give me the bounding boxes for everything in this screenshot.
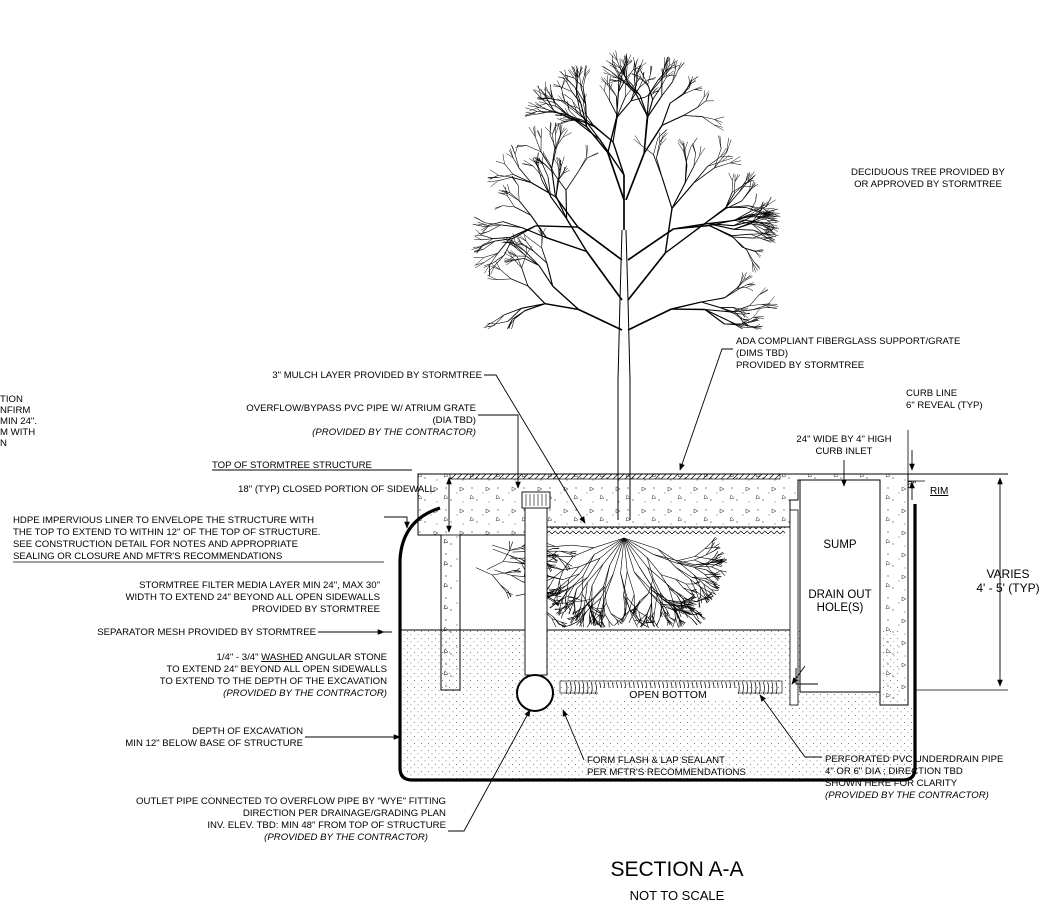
filter-media-label-3: PROVIDED BY STORMTREE xyxy=(252,604,380,615)
curb-inlet-label-1: 24" WIDE BY 4" HIGH xyxy=(796,434,891,445)
drain-out-label-2: HOLE(S) xyxy=(817,602,864,614)
stone-label-line-3: TO EXTEND TO THE DEPTH OF THE EXCAVATION xyxy=(160,676,387,687)
rim-label: RIM xyxy=(930,486,948,497)
varies-label-1: VARIES xyxy=(986,567,1029,581)
left-sidewall xyxy=(441,535,460,690)
outlet-label-line-1: OUTLET PIPE CONNECTED TO OVERFLOW PIPE B… xyxy=(136,796,446,807)
six-inch-label: 6" xyxy=(907,480,917,491)
varies-label-2: 4' - 5' (TYP) xyxy=(976,581,1039,595)
overflow-label-line-1: OVERFLOW/BYPASS PVC PIPE W/ ATRIUM GRATE xyxy=(246,403,476,414)
liner-label-line-4: SEALING OR CLOSURE AND MFTR'S RECOMMENDA… xyxy=(13,551,282,562)
filter-media-label-2: WIDTH TO EXTEND 24" BEYOND ALL OPEN SIDE… xyxy=(125,592,380,603)
curb-inlet-label-2: CURB INLET xyxy=(815,446,872,457)
excavation-label-1: DEPTH OF EXCAVATION xyxy=(192,726,303,737)
curb-line-label-2: 6" REVEAL (TYP) xyxy=(906,400,983,411)
open-bottom-label: OPEN BOTTOM xyxy=(629,689,706,701)
closed-sidewall-label: 18" (TYP) CLOSED PORTION OF SIDEWALL xyxy=(238,484,436,495)
outlet-pipe xyxy=(517,675,553,711)
section-title: SECTION A-A xyxy=(610,858,743,881)
sump-wall xyxy=(790,510,798,705)
flash-label-2: PER MFTR'S RECOMMENDATIONS xyxy=(587,767,746,778)
drain-out-label-1: DRAIN OUT xyxy=(808,589,871,601)
liner-label-line-3: SEE CONSTRUCTION DETAIL FOR NOTES AND AP… xyxy=(13,539,298,550)
tree-label-line-1: DECIDUOUS TREE PROVIDED BY xyxy=(851,167,1005,178)
overflow-label-line-2: (DIA TBD) xyxy=(432,415,476,426)
mulch-label: 3" MULCH LAYER PROVIDED BY STORMTREE xyxy=(272,370,482,381)
stone-label-line-2: TO EXTEND 24" BEYOND ALL OPEN SIDEWALLS xyxy=(166,664,387,675)
underdrain-label-2: 4" OR 6" DIA ; DIRECTION TBD xyxy=(825,766,963,777)
stormtree-structure xyxy=(400,474,1008,780)
cut-note-line-3: MIN 24". xyxy=(0,416,37,427)
underdrain-label-3: SHOWN HERE FOR CLARITY xyxy=(825,778,958,789)
grate-label-line-3: PROVIDED BY STORMTREE xyxy=(736,360,864,371)
underdrain-label-1: PERFORATED PVC UNDERDRAIN PIPE xyxy=(825,754,1003,765)
filter-media-label-1: STORMTREE FILTER MEDIA LAYER MIN 24", MA… xyxy=(139,580,380,591)
overflow-label-line-3: (PROVIDED BY THE CONTRACTOR) xyxy=(312,427,476,438)
outlet-label-line-2: DIRECTION PER DRAINAGE/GRADING PLAN xyxy=(243,808,446,819)
flash-label-1: FORM FLASH & LAP SEALANT xyxy=(587,755,725,766)
overflow-pipe xyxy=(525,500,547,675)
outlet-label-line-4: (PROVIDED BY THE CONTRACTOR) xyxy=(264,832,428,843)
cut-note-line-4: M WITH xyxy=(0,427,35,438)
liner-label-line-1: HDPE IMPERVIOUS LINER TO ENVELOPE THE ST… xyxy=(13,515,314,526)
separator-label: SEPARATOR MESH PROVIDED BY STORMTREE xyxy=(97,627,316,638)
cut-note-line-2: NFIRM xyxy=(0,405,30,416)
stone-label-line-4: (PROVIDED BY THE CONTRACTOR) xyxy=(223,688,387,699)
underdrain-label-4: (PROVIDED BY THE CONTRACTOR) xyxy=(825,790,989,801)
top-structure-label: TOP OF STORMTREE STRUCTURE xyxy=(212,460,372,471)
cut-note-line-5: N xyxy=(0,438,7,449)
tree-label-line-2: OR APPROVED BY STORMTREE xyxy=(854,179,1002,190)
mulch-layer xyxy=(545,527,785,536)
grate-label-line-2: (DIMS TBD) xyxy=(736,348,788,359)
section-subtitle: NOT TO SCALE xyxy=(630,888,725,903)
outlet-label-line-3: INV. ELEV. TBD: MIN 48" FROM TOP OF STRU… xyxy=(207,820,446,831)
cut-note-line-1: TION xyxy=(0,394,23,405)
grate-label-line-1: ADA COMPLIANT FIBERGLASS SUPPORT/GRATE xyxy=(736,336,960,347)
stone-label-line-1: 1/4" - 3/4" WASHED ANGULAR STONE xyxy=(216,652,387,663)
sump-label: SUMP xyxy=(823,539,857,551)
excavation-label-2: MIN 12" BELOW BASE OF STRUCTURE xyxy=(125,738,303,749)
curb-line-label-1: CURB LINE xyxy=(906,388,957,399)
grate xyxy=(450,474,780,479)
liner-label-line-2: THE TOP TO EXTEND TO WITHIN 12" OF THE T… xyxy=(13,527,320,538)
sump-box xyxy=(800,480,880,692)
